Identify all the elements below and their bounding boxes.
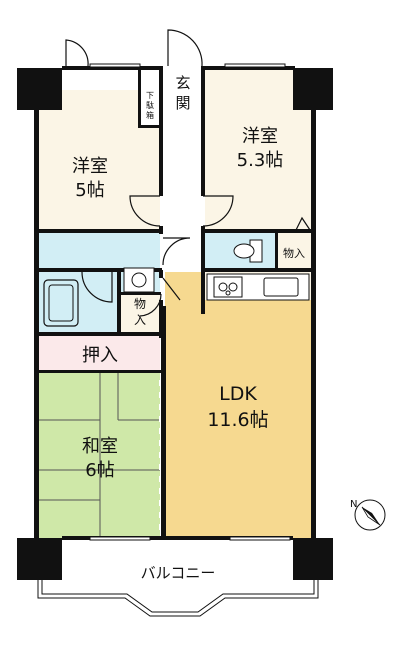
washroom-floor <box>38 232 160 270</box>
meter-box-label: MB <box>66 77 85 91</box>
japanese-room-name: 和室 <box>82 436 118 457</box>
ldk-name: LDK <box>219 383 257 405</box>
sink-icon <box>263 277 299 297</box>
walls <box>17 66 333 580</box>
compass-north-label: N <box>350 499 357 510</box>
wash-basin <box>123 267 155 293</box>
closet-oshiire-label: 押入 <box>82 345 118 366</box>
entrance-label-1: 玄 <box>175 74 190 92</box>
entrance-floor <box>163 68 203 130</box>
western-room-right-size: 5.3帖 <box>237 150 284 171</box>
ldk-floor <box>165 300 311 538</box>
corridor-floor <box>163 130 203 270</box>
ldk-floor-upper <box>165 272 205 302</box>
balcony <box>37 580 319 617</box>
closet-oshiire-floor <box>38 336 160 372</box>
toilet-icon <box>233 239 263 263</box>
shoe-box-label-1: 下 <box>146 91 154 100</box>
tatami-lines <box>38 372 160 538</box>
shoe-box-label-3: 箱 <box>146 110 154 120</box>
japanese-room-size: 6帖 <box>85 460 114 481</box>
storage-right-label: 物入 <box>283 246 305 260</box>
compass-icon: N <box>350 499 386 531</box>
basin-bowl <box>131 272 147 288</box>
western-room-left-name: 洋室 <box>72 156 108 177</box>
bathtub <box>43 279 79 327</box>
japanese-room-tatami <box>38 372 160 538</box>
bathtub-inner <box>48 284 74 322</box>
shoe-box-area <box>140 70 162 126</box>
balcony-label: バルコニー <box>141 564 216 582</box>
ldk-size: 11.6帖 <box>207 409 268 431</box>
storage-right-floor <box>277 232 311 270</box>
entrance-label-2: 関 <box>175 94 190 112</box>
storage-center-floor <box>120 294 160 332</box>
storage-center-label-2: 入 <box>134 313 146 327</box>
doors <box>65 29 311 317</box>
western-room-left-size: 5帖 <box>75 180 104 201</box>
stove-icon <box>213 276 243 298</box>
windows <box>89 63 291 541</box>
western-room-right-name: 洋室 <box>242 126 278 147</box>
shoe-box-label-2: 駄 <box>146 100 154 110</box>
storage-center-label-1: 物 <box>134 297 146 311</box>
